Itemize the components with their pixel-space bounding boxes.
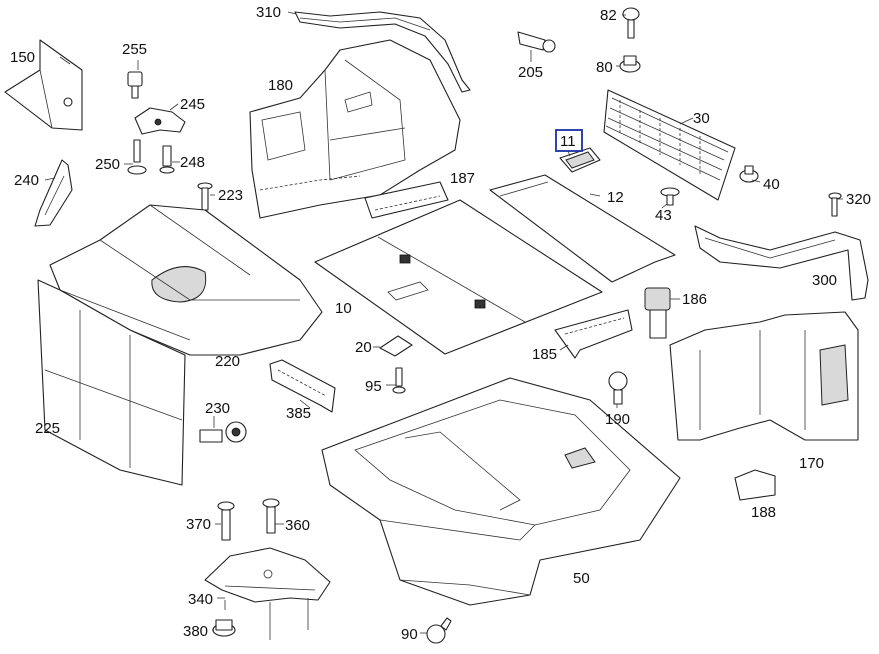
part-255-bolt[interactable] — [127, 71, 143, 99]
part-20-clip[interactable] — [379, 335, 413, 357]
part-90-plug[interactable] — [426, 617, 452, 644]
part-150-corner-panel[interactable] — [4, 39, 83, 131]
part-220-floor-panel[interactable] — [49, 204, 323, 356]
callout-340: 340 — [188, 591, 213, 608]
callout-40: 40 — [763, 176, 780, 193]
part-80-nut[interactable] — [619, 55, 641, 73]
part-230-bolt[interactable] — [199, 421, 247, 443]
part-250-screw[interactable] — [127, 139, 147, 175]
callout-225: 225 — [35, 420, 60, 437]
callout-80: 80 — [596, 59, 613, 76]
callout-90: 90 — [401, 626, 418, 643]
callout-380: 380 — [183, 623, 208, 640]
part-300-trim-piece[interactable] — [694, 225, 869, 301]
part-82-screw[interactable] — [622, 7, 640, 39]
leader-lines — [44, 11, 843, 634]
part-248-clip[interactable] — [159, 145, 175, 174]
part-50-trunk-tub[interactable] — [321, 377, 681, 606]
part-385-bracket[interactable] — [269, 359, 336, 413]
part-245-bracket[interactable] — [134, 107, 186, 135]
part-320-screw[interactable] — [828, 192, 842, 217]
highlight-box-11 — [555, 129, 583, 152]
callout-385: 385 — [286, 405, 311, 422]
part-40-clip[interactable] — [739, 165, 759, 183]
part-340-carrier-plate[interactable] — [204, 547, 331, 640]
part-188-clip[interactable] — [734, 469, 776, 501]
callout-240: 240 — [14, 172, 39, 189]
callout-230: 230 — [205, 400, 230, 417]
callout-95: 95 — [365, 378, 382, 395]
callout-255: 255 — [122, 41, 147, 58]
part-170-side-lining-right[interactable] — [669, 311, 859, 441]
callout-248: 248 — [180, 154, 205, 171]
callout-186: 186 — [682, 291, 707, 308]
callout-220: 220 — [215, 353, 240, 370]
part-186-bracket[interactable] — [644, 287, 671, 339]
callout-185: 185 — [532, 346, 557, 363]
part-187-strip[interactable] — [364, 181, 449, 219]
part-12-floor-cover[interactable] — [489, 174, 676, 283]
callout-360: 360 — [285, 517, 310, 534]
part-225-rear-wall[interactable] — [37, 279, 186, 486]
part-185-bracket[interactable] — [554, 309, 633, 359]
part-360-screw[interactable] — [262, 498, 280, 534]
callout-170: 170 — [799, 455, 824, 472]
callout-50: 50 — [573, 570, 590, 587]
part-240-bracket[interactable] — [34, 159, 73, 227]
callout-12: 12 — [607, 189, 624, 206]
callout-30: 30 — [693, 110, 710, 127]
callout-205: 205 — [518, 64, 543, 81]
callout-245: 245 — [180, 96, 205, 113]
callout-150: 150 — [10, 49, 35, 66]
callout-11: 11 — [560, 133, 576, 150]
part-10-floor-board[interactable] — [314, 199, 603, 355]
callout-82: 82 — [600, 7, 617, 24]
callout-187: 187 — [450, 170, 475, 187]
part-190-clip[interactable] — [608, 371, 628, 405]
part-370-screw[interactable] — [217, 501, 235, 541]
callout-190: 190 — [605, 411, 630, 428]
callout-188: 188 — [751, 504, 776, 521]
callout-250: 250 — [95, 156, 120, 173]
callout-370: 370 — [186, 516, 211, 533]
part-205-push-clip[interactable] — [517, 31, 556, 53]
part-223-screw[interactable] — [197, 182, 213, 211]
callout-43: 43 — [655, 207, 672, 224]
part-380-nut[interactable] — [212, 619, 236, 637]
callout-310: 310 — [256, 4, 281, 21]
callout-300: 300 — [812, 272, 837, 289]
callout-223: 223 — [218, 187, 243, 204]
part-180-side-lining[interactable] — [249, 39, 461, 219]
part-43-clip[interactable] — [660, 187, 680, 206]
part-95-screw[interactable] — [392, 367, 406, 394]
callout-10: 10 — [335, 300, 352, 317]
part-310-trim-strip[interactable] — [294, 11, 471, 93]
part-30-grille-panel[interactable] — [603, 89, 736, 201]
callout-320: 320 — [846, 191, 871, 208]
callout-labels: 310 180 187 150 255 245 250 248 223 240 … — [10, 4, 871, 643]
callout-20: 20 — [355, 339, 372, 356]
callout-180: 180 — [268, 77, 293, 94]
